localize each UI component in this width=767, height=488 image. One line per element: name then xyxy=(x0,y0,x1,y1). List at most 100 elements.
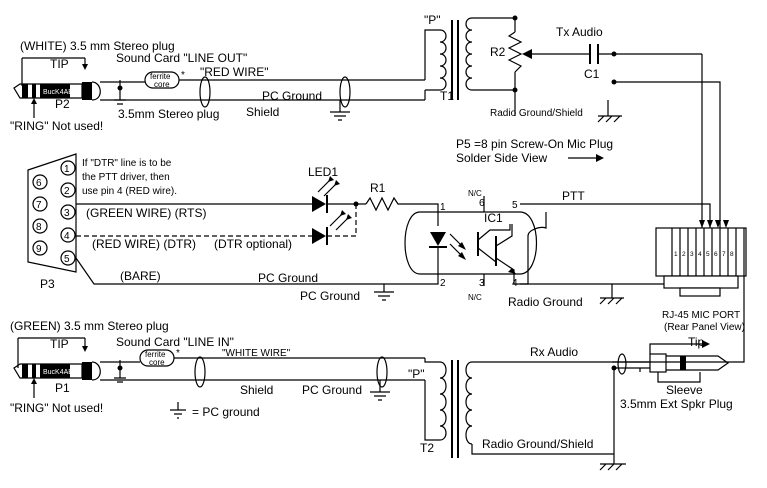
p3-ground-symbol xyxy=(374,284,394,301)
svg-text:R1: R1 xyxy=(370,181,386,195)
rx-audio-label: Rx Audio xyxy=(530,345,578,359)
p1-white-wire-label: "WHITE WIRE" xyxy=(222,348,291,359)
p2-shield-loop-1 xyxy=(199,76,211,108)
ic1-label: IC1 xyxy=(484,211,503,225)
p2-name: P2 xyxy=(55,97,70,111)
p2-plug-label: 3.5mm Stereo plug xyxy=(118,107,219,121)
svg-text:R2: R2 xyxy=(490,45,506,59)
rj45-mic-port: 1 2 3 4 5 6 7 8 RJ-45 MIC PORT (Rear Pan… xyxy=(655,220,747,333)
rx-audio-wire xyxy=(612,228,745,363)
p3-pc-ground-2: PC Ground xyxy=(300,289,360,303)
svg-text:C1: C1 xyxy=(584,67,600,81)
svg-text:N/C: N/C xyxy=(468,189,482,198)
svg-text:9: 9 xyxy=(36,244,42,255)
p2-soundcard-label: Sound Card "LINE OUT" xyxy=(116,51,247,65)
potentiometer-r2: R2 Radio Ground/Shield xyxy=(490,15,622,123)
tx-audio-label: Tx Audio xyxy=(556,25,603,39)
svg-text:5: 5 xyxy=(706,251,710,258)
svg-text:6: 6 xyxy=(479,198,485,209)
p1-tip-label: TIP xyxy=(50,337,69,351)
svg-text:1: 1 xyxy=(64,164,70,175)
p1-plug: BucK4ABT xyxy=(13,361,101,381)
bare-wire: (BARE) xyxy=(120,269,161,283)
top-shield-label: Shield xyxy=(246,105,279,119)
db9-connector-p3: 6 1 7 2 3 8 4 9 5 P3 xyxy=(27,153,77,291)
dtr-note-1: If "DTR" line is to be xyxy=(82,158,172,169)
p1-name: P1 xyxy=(55,381,70,395)
svg-text:7: 7 xyxy=(722,251,726,258)
bottom-radio-ground-symbol xyxy=(599,463,626,471)
p2-plug: BucK4ABT xyxy=(13,81,101,101)
svg-text:8: 8 xyxy=(36,222,42,233)
svg-text:3: 3 xyxy=(64,208,70,219)
capacitor-c1 xyxy=(589,44,599,64)
p1-local-ground xyxy=(114,360,126,383)
svg-text:6: 6 xyxy=(714,251,718,258)
bottom-pc-ground-label: PC Ground xyxy=(302,383,362,397)
tx-audio-coupling: Tx Audio C1 xyxy=(556,25,721,228)
svg-text:1: 1 xyxy=(674,251,678,258)
p2-ring-note: "RING" Not used! xyxy=(10,119,103,133)
led-dtr xyxy=(312,210,352,245)
dtr-optional: (DTR optional) xyxy=(214,237,292,251)
svg-text:7: 7 xyxy=(36,200,42,211)
svg-text:3.5mm Ext Spkr Plug: 3.5mm Ext Spkr Plug xyxy=(620,397,733,411)
p2-red-wire-label: "RED WIRE" xyxy=(200,65,269,79)
svg-text:core: core xyxy=(149,358,165,367)
svg-text:3: 3 xyxy=(479,278,485,289)
top-radio-ground-symbol xyxy=(597,100,622,123)
green-wire-rts: (GREEN WIRE) (RTS) xyxy=(86,206,206,220)
resistor-r1: R1 xyxy=(365,181,412,212)
svg-text:N/C: N/C xyxy=(468,293,482,302)
svg-text:ferrite: ferrite xyxy=(145,350,166,359)
svg-text:Tip: Tip xyxy=(688,335,705,349)
radio-ground-shield-bottom: Radio Ground/Shield xyxy=(482,437,593,451)
p2-plug-title: (WHITE) 3.5 mm Stereo plug xyxy=(20,39,175,53)
bottom-shield-label: Shield xyxy=(240,383,273,397)
transformer-t1: "P" T1 xyxy=(424,13,516,103)
p3-name: P3 xyxy=(40,277,55,291)
svg-text:8: 8 xyxy=(730,251,734,258)
svg-text:2: 2 xyxy=(64,186,70,197)
svg-text:Sleeve: Sleeve xyxy=(666,383,703,397)
transformer-t2: "P" T2 Radio Ground/Shield xyxy=(408,358,614,458)
svg-text:5: 5 xyxy=(512,200,518,211)
p3-ground-wire xyxy=(75,257,412,285)
ext-speaker-plug: Tip Sleeve 3.5mm Ext Spkr Plug xyxy=(599,335,733,471)
p1-brand-label: BucK4ABT xyxy=(43,369,78,376)
p1-plug-title: (GREEN) 3.5 mm Stereo plug xyxy=(10,319,169,333)
svg-text:*: * xyxy=(176,348,180,359)
p5-subtitle: Solder Side View xyxy=(456,151,548,165)
svg-text:"P": "P" xyxy=(424,13,441,27)
svg-text:6: 6 xyxy=(36,178,42,189)
svg-text:ferrite: ferrite xyxy=(150,72,171,81)
p2-brand-label: BucK4ABT xyxy=(43,89,78,96)
svg-text:1: 1 xyxy=(440,202,446,213)
p2-line-out-section: (WHITE) 3.5 mm Stereo plug TIP Sound Car… xyxy=(10,39,425,133)
mid-radio-ground-symbol xyxy=(599,297,624,305)
p2-tip-arrow xyxy=(82,64,88,70)
p2-shield-loop-2 xyxy=(339,76,351,108)
pc-ground-legend-symbol xyxy=(170,402,186,419)
ptt-label: PTT xyxy=(562,189,585,203)
p3-pc-ground: PC Ground xyxy=(258,271,318,285)
radio-ground-mid: Radio Ground xyxy=(508,295,583,309)
svg-text:2: 2 xyxy=(440,278,446,289)
top-pc-ground-label: PC Ground xyxy=(262,89,322,103)
svg-text:LED1: LED1 xyxy=(308,165,338,179)
t1-name: T1 xyxy=(440,89,454,103)
p5-title: P5 =8 pin Screw-On Mic Plug xyxy=(456,137,613,151)
svg-text:5: 5 xyxy=(64,254,70,265)
p2-tip-label: TIP xyxy=(50,57,69,71)
svg-text:3: 3 xyxy=(690,251,694,258)
ptt-wire xyxy=(520,203,711,228)
dtr-note-3: use pin 4 (RED wire). xyxy=(82,186,177,197)
dtr-note-2: the PTT driver, then xyxy=(82,172,170,183)
top-pc-ground-symbol xyxy=(330,100,350,121)
svg-text:4: 4 xyxy=(64,231,70,242)
svg-text:*: * xyxy=(181,70,185,81)
svg-text:(Rear Panel View): (Rear Panel View) xyxy=(664,322,745,333)
svg-text:core: core xyxy=(154,80,170,89)
svg-text:4: 4 xyxy=(698,251,702,258)
